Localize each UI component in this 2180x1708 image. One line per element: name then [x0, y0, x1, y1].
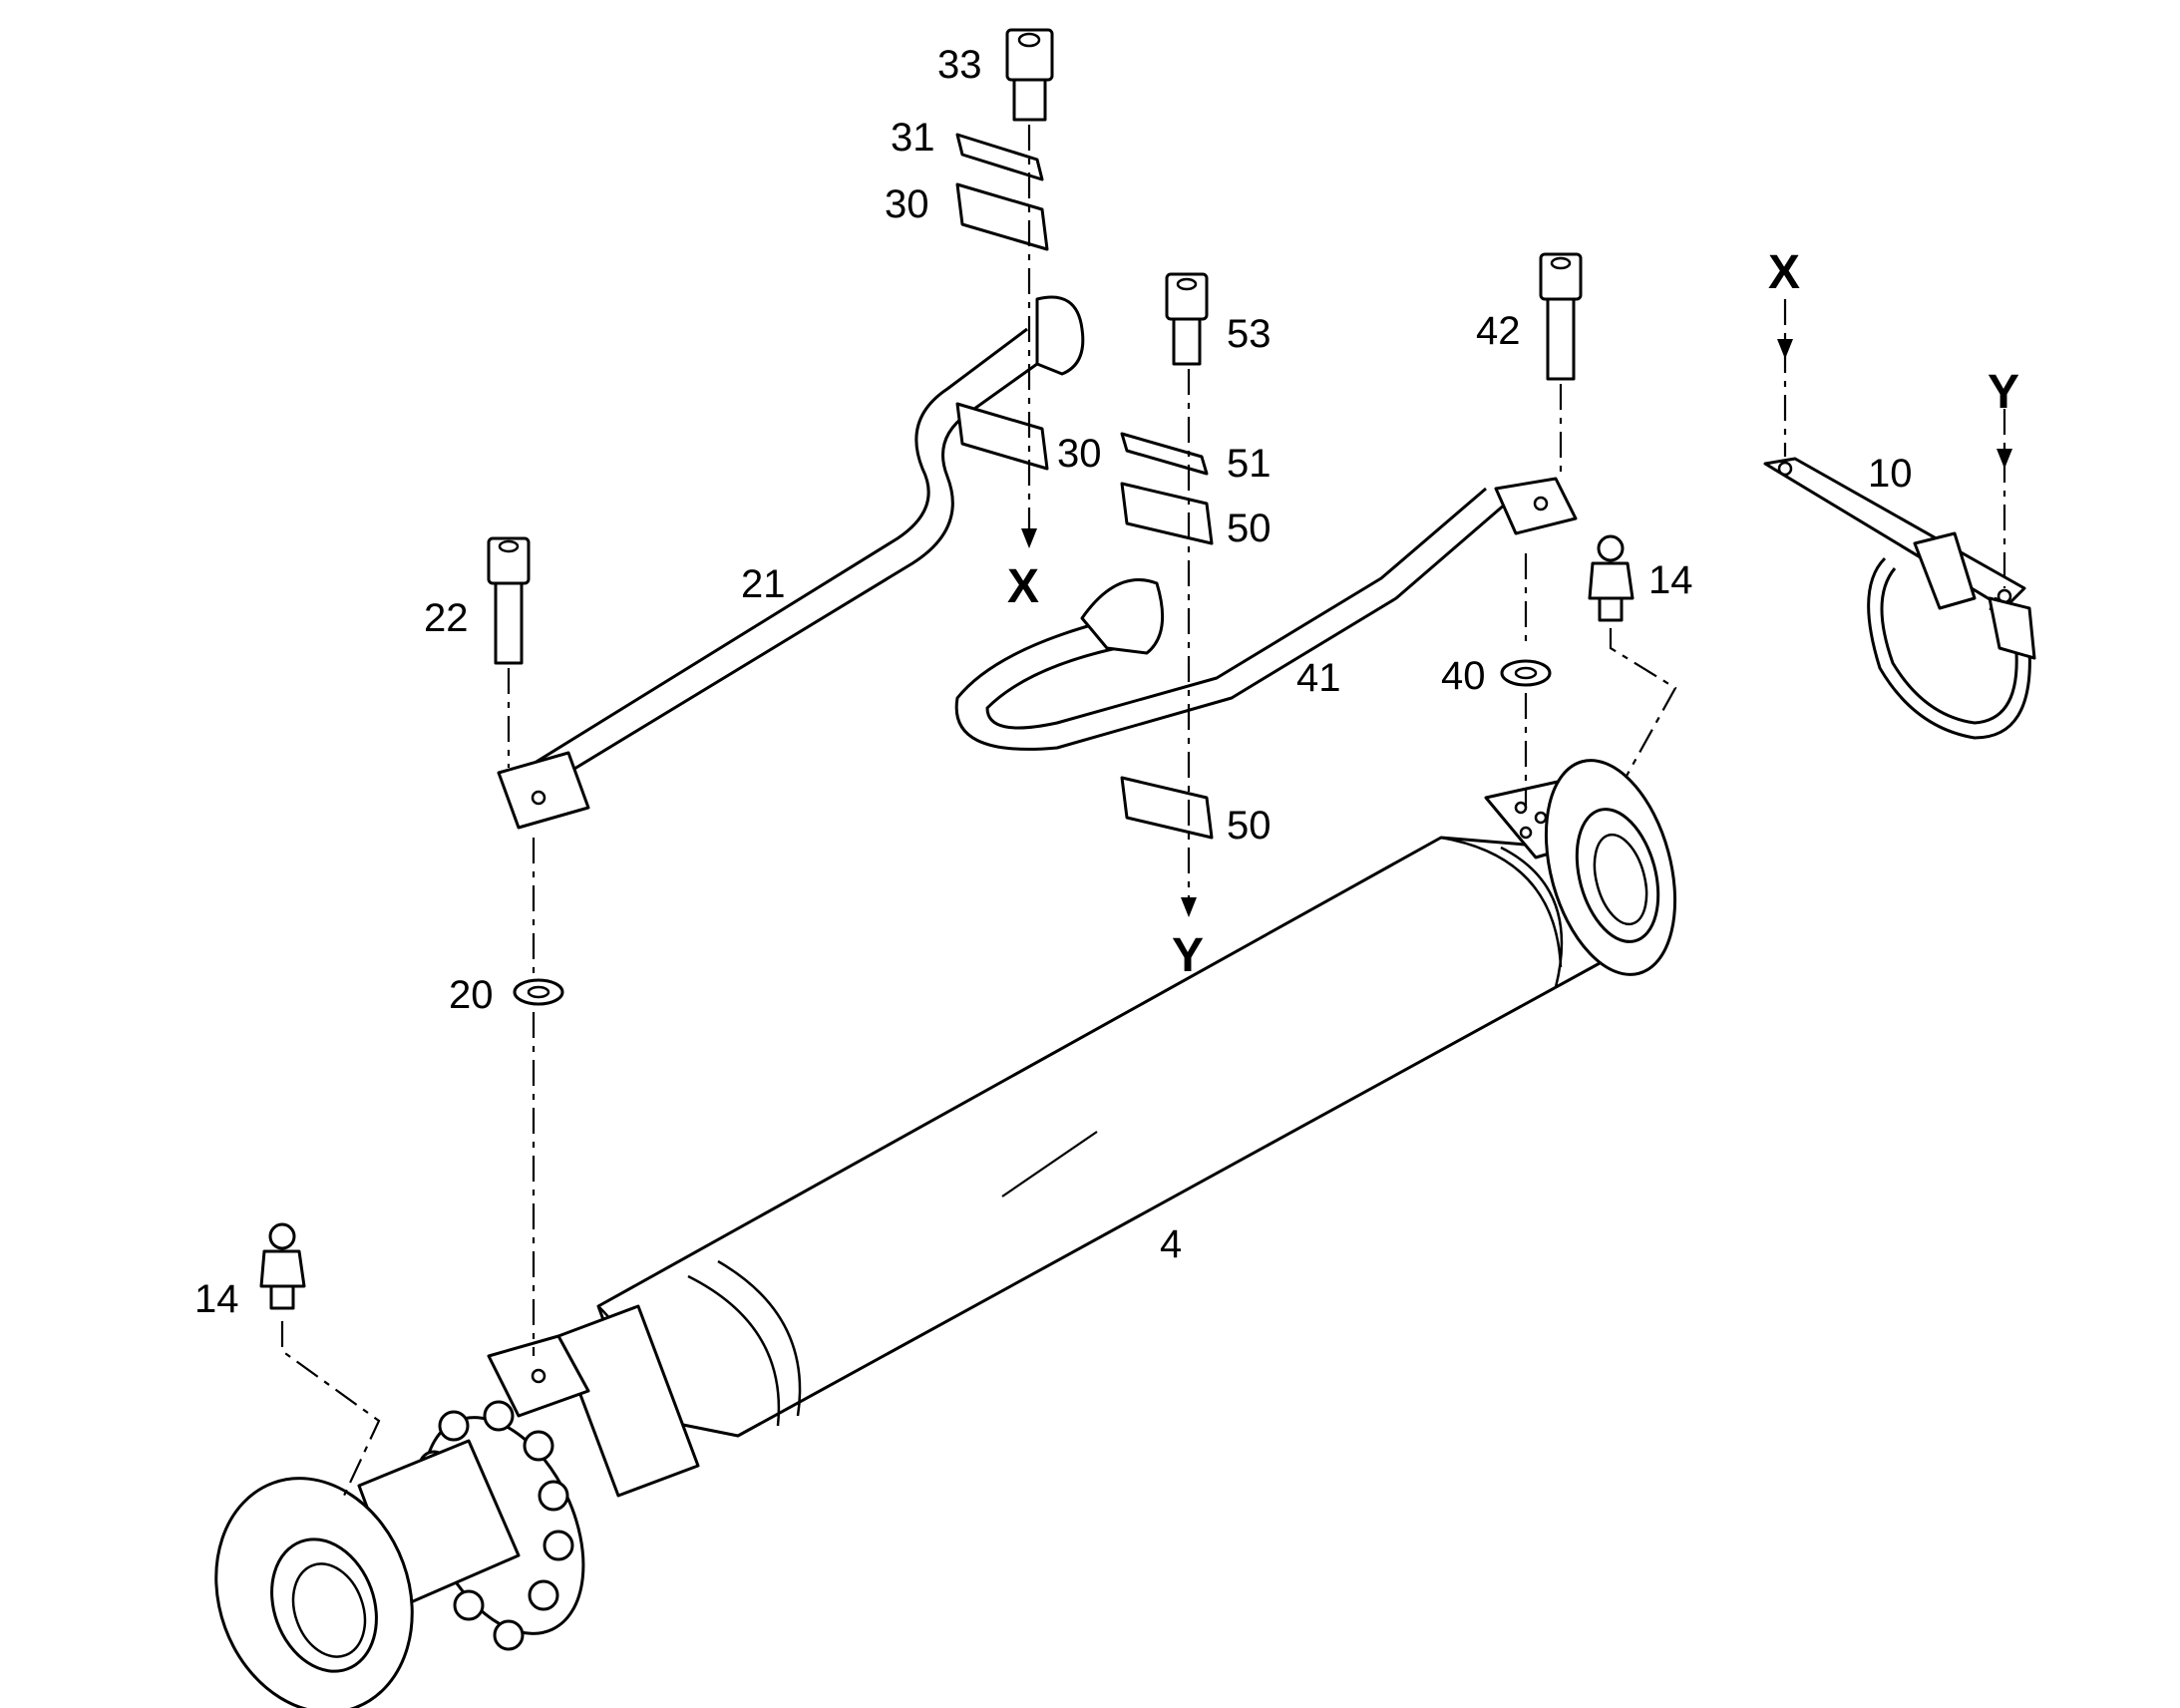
ref-mark-x-bracket: X: [1768, 246, 1801, 299]
label-part-51: 51: [1227, 442, 1272, 486]
label-part-50-lower: 50: [1227, 804, 1272, 848]
grease-nipple-rod: [259, 1222, 381, 1497]
ref-mark-x-clamp: X: [1007, 560, 1040, 613]
bolt-22-washer-20: [487, 536, 564, 1356]
label-part-40: 40: [1441, 654, 1486, 698]
label-part-30-upper: 30: [885, 182, 929, 226]
grease-nipple-head: [1588, 534, 1677, 779]
bracket-10: [1763, 299, 2036, 740]
hydraulic-cylinder: [214, 759, 1677, 1708]
ref-mark-y-bracket: Y: [1988, 366, 2020, 419]
label-part-42: 42: [1476, 309, 1521, 353]
label-part-20: 20: [449, 973, 494, 1017]
label-part-50-upper: 50: [1227, 507, 1272, 550]
label-part-4: 4: [1160, 1222, 1183, 1266]
clamp-stack-x: [955, 28, 1054, 548]
bolt-42-washer-40: [1500, 252, 1583, 808]
ref-mark-y-clamp: Y: [1172, 929, 1205, 982]
label-part-41: 41: [1296, 656, 1341, 700]
pipe-21: [497, 295, 1085, 830]
label-part-14-rod: 14: [194, 1277, 239, 1321]
clamp-stack-y: [1120, 272, 1214, 917]
label-part-14-head: 14: [1648, 558, 1693, 602]
leader-4: [1001, 1131, 1098, 1197]
grease-nipples: [259, 534, 1677, 1497]
label-part-31: 31: [891, 116, 935, 160]
pipe-41: [954, 477, 1578, 751]
label-part-33: 33: [937, 43, 982, 87]
label-part-30-lower: 30: [1057, 432, 1102, 476]
label-part-10: 10: [1868, 452, 1913, 496]
label-part-21: 21: [741, 562, 786, 606]
label-part-22: 22: [424, 596, 469, 640]
label-part-53: 53: [1227, 312, 1272, 356]
